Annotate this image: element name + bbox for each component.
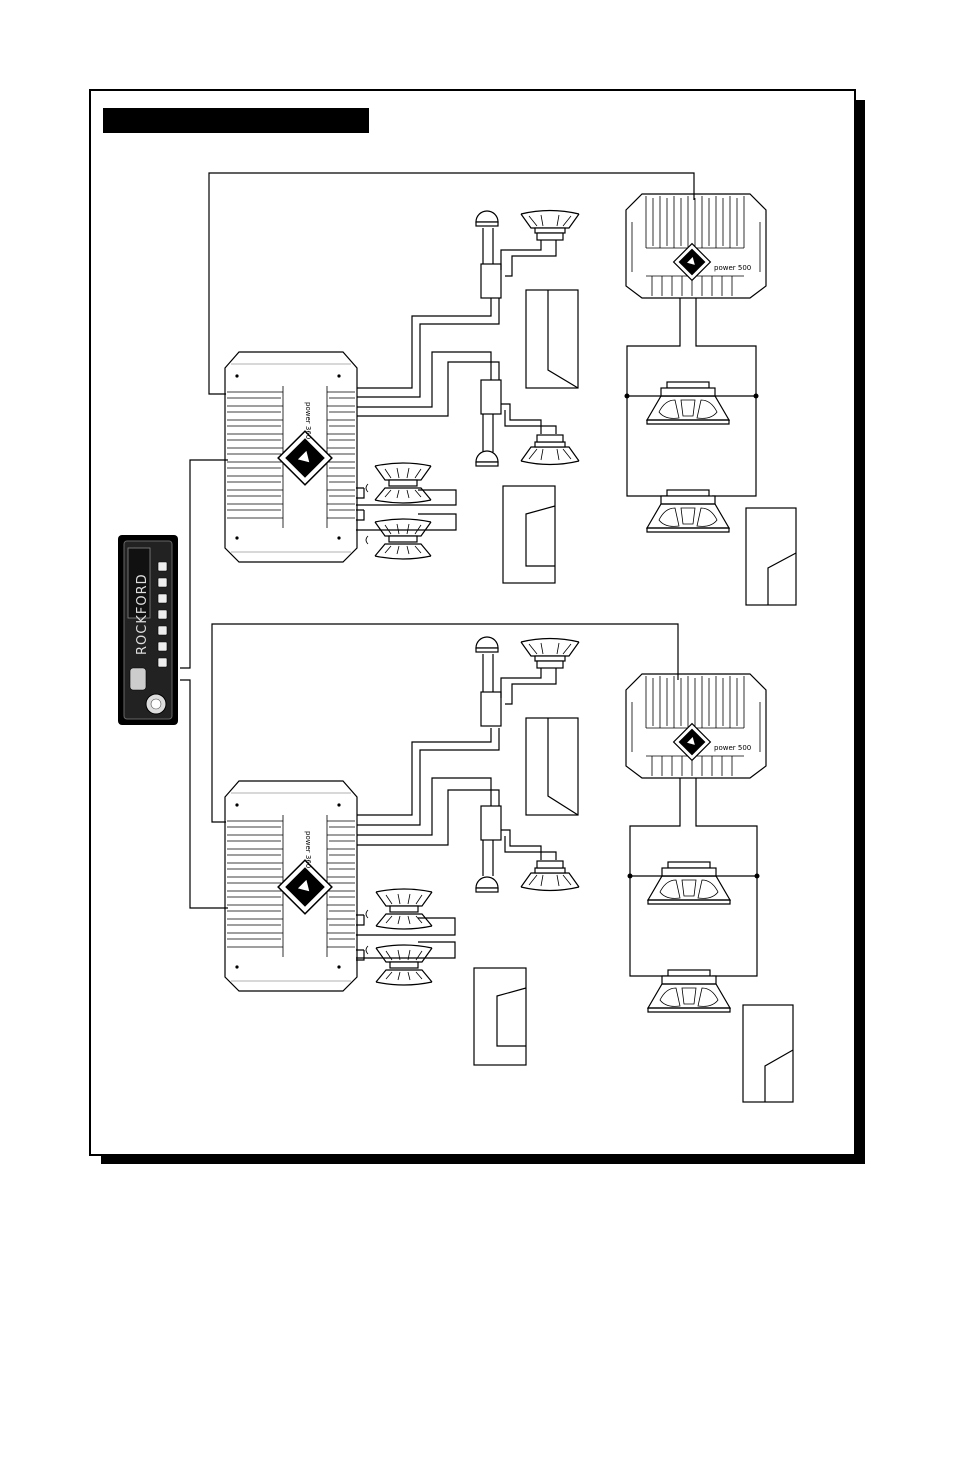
crossover-icon [481, 692, 501, 726]
enclosure-panel [503, 486, 555, 583]
crossover-icon [481, 806, 501, 840]
enclosure-panel [526, 290, 578, 388]
head-unit-brand: ROCKFORD [135, 573, 150, 655]
amp-model-label: power 500 [714, 744, 751, 752]
title-bar [103, 108, 369, 133]
diagram-frame [90, 90, 855, 1155]
head-unit: ROCKFORD [118, 535, 178, 725]
amp-model-label: power 500 [714, 264, 751, 272]
amp-model-label: power 360 [304, 402, 312, 439]
crossover-icon [481, 264, 501, 298]
enclosure-panel [743, 1005, 793, 1102]
crossover-icon [481, 380, 501, 414]
amp-model-label: power 360 [304, 831, 312, 868]
enclosure-panel [474, 968, 526, 1065]
enclosure-panel [526, 718, 578, 815]
